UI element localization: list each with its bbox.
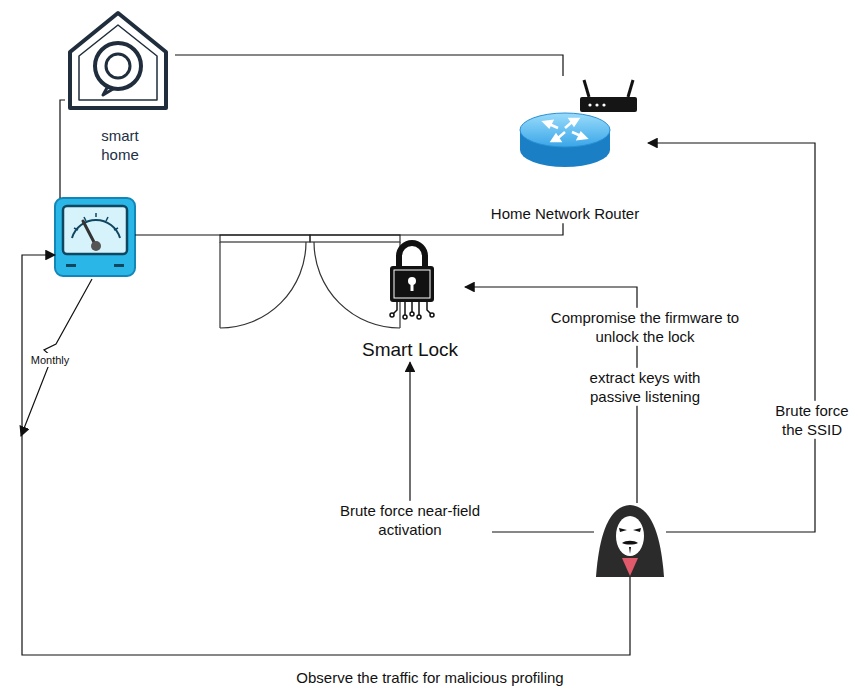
lock-circuit: [390, 302, 434, 319]
lock-body: [390, 266, 434, 302]
node-caption: Home Network Router: [482, 204, 648, 223]
door-swing: [314, 242, 400, 328]
link-label: Monthly: [29, 353, 72, 367]
house-icon: [70, 13, 166, 108]
connector: [175, 55, 563, 76]
connector: [22, 255, 630, 655]
double-door: [220, 235, 400, 328]
attack-label: Brute force the SSID: [766, 401, 854, 439]
meter-node: [55, 198, 135, 276]
connector: [135, 223, 563, 235]
attack-label: Brute force near-field activation: [328, 501, 492, 539]
attack-label: Compromise the firmware to unlock the lo…: [543, 308, 747, 346]
assistant-core: [106, 54, 130, 78]
router-light: [588, 103, 591, 106]
meter-mark: [66, 264, 76, 267]
house-outline: [70, 13, 166, 108]
house-inner: [79, 25, 157, 100]
smart-lock-node: Smart Lock: [355, 243, 465, 362]
assistant-tail: [103, 86, 113, 95]
node-caption: Smart Lock: [355, 338, 465, 362]
meter-body: [55, 198, 135, 276]
meter-ticks: [74, 213, 118, 230]
router-light: [595, 103, 598, 106]
attacker-mask: [616, 516, 644, 556]
attack-label: Observe the traffic for malicious profil…: [294, 668, 565, 687]
keyhole: [411, 283, 414, 291]
attack-label: extract keys with passive listening: [573, 368, 717, 406]
router-light: [602, 103, 605, 106]
router-icon: [520, 80, 637, 167]
meter-icon: [55, 198, 135, 276]
antenna: [628, 80, 633, 97]
mask-eyes: [619, 528, 641, 532]
meter-scale: [72, 220, 120, 238]
smart-home-node: smart home: [65, 8, 175, 164]
router-arrows: [544, 119, 586, 141]
attacker-icon: [596, 505, 664, 577]
lock-panel: [394, 270, 430, 298]
meter-hub: [91, 241, 101, 251]
antenna: [584, 80, 589, 97]
mask-beard: [629, 547, 631, 554]
door-frame: [220, 235, 310, 242]
attacker-hood: [596, 505, 664, 577]
meter-screen: [63, 206, 127, 254]
router-disk-top: [520, 113, 610, 147]
connector: [60, 100, 65, 198]
attacker-shirt: [622, 558, 638, 576]
lock-icon: [390, 243, 434, 319]
door-frame: [310, 235, 400, 242]
node-caption: smart home: [93, 126, 148, 164]
lock-shackle: [399, 243, 425, 268]
attacker-node: [594, 503, 666, 577]
door-leaf: [219, 242, 220, 328]
router-device: [580, 97, 637, 112]
mask-moustache: [622, 541, 638, 545]
router-node: Home Network Router: [482, 76, 648, 223]
meter-mark: [114, 264, 124, 267]
monthly-link: [21, 279, 92, 436]
assistant-ring: [95, 43, 141, 89]
door-swing: [220, 242, 306, 328]
